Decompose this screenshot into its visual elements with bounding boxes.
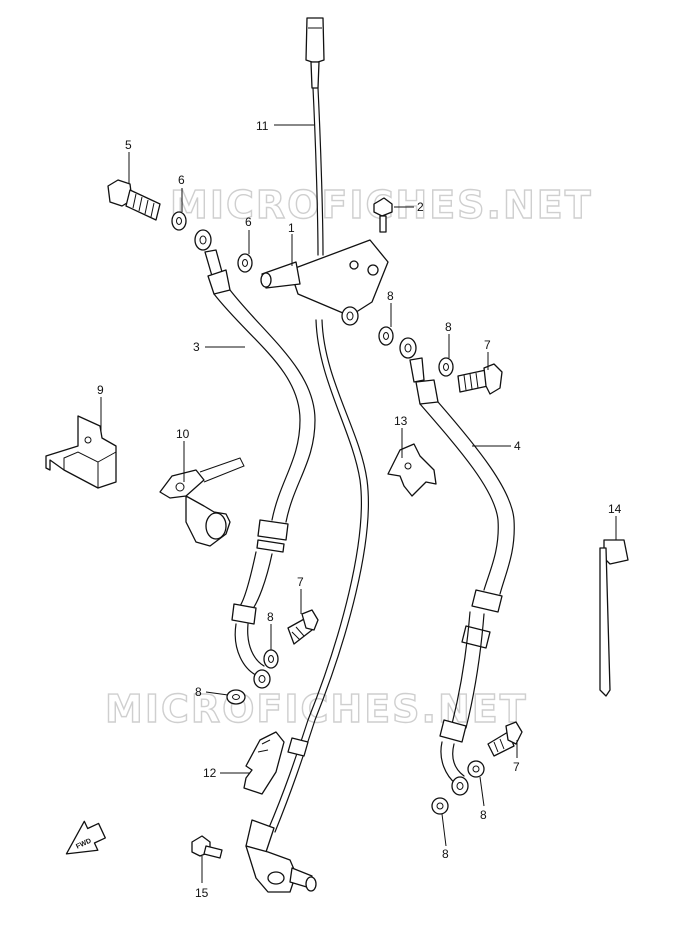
- callout-8-right-lower-a: 8: [480, 808, 487, 822]
- brake-hose-left: [194, 229, 316, 689]
- tie-band-part-14: [599, 539, 629, 697]
- washer-8e: [467, 760, 485, 778]
- callout-3: 3: [193, 340, 200, 354]
- washer-8b: [438, 357, 454, 377]
- callout-14: 14: [608, 502, 622, 516]
- washer-6b: [237, 253, 253, 273]
- callout-8-right-upper: 8: [445, 320, 452, 334]
- union-bolt-7b: [287, 609, 319, 645]
- washer-6a: [171, 211, 187, 231]
- speedometer-cable: [245, 17, 369, 893]
- callout-4: 4: [514, 439, 521, 453]
- callout-9: 9: [97, 383, 104, 397]
- bolt-part-2: [373, 197, 393, 233]
- clamp-part-12: [243, 731, 285, 795]
- callout-10: 10: [176, 427, 190, 441]
- callout-7-right-upper: 7: [484, 338, 491, 352]
- callout-2: 2: [417, 200, 424, 214]
- hose-clamp-part-9: [45, 415, 117, 489]
- washer-8a: [378, 326, 394, 346]
- washer-8f: [431, 797, 449, 815]
- hose-guide-part-10: [159, 457, 245, 547]
- callout-6-upper-right: 6: [245, 215, 252, 229]
- callout-7-right-lower: 7: [513, 760, 520, 774]
- union-bolt-7c: [487, 721, 523, 757]
- washer-8c: [263, 649, 279, 669]
- callout-8-right-lower-b: 8: [442, 847, 449, 861]
- callout-13: 13: [394, 414, 408, 428]
- watermark-bottom: MICROFICHES.NET: [105, 687, 528, 731]
- brake-hose-right: [399, 337, 515, 796]
- fwd-arrow: FWD: [65, 820, 106, 855]
- washer-8d: [226, 689, 246, 705]
- leader-lines: [100, 124, 617, 883]
- callout-11: 11: [256, 119, 269, 133]
- callout-12: 12: [203, 766, 217, 780]
- callout-numbers: 11 5 6 6 2 1 8 8 7 3 4 9 10 13 14 7 8 8 …: [97, 119, 622, 900]
- callout-8-left-lower: 8: [195, 685, 202, 699]
- callout-1: 1: [288, 221, 295, 235]
- callout-8-left-upper: 8: [267, 610, 274, 624]
- brake-hose-joint: [260, 239, 389, 326]
- union-bolt-7a: [457, 363, 503, 395]
- callout-6-upper-left: 6: [178, 173, 185, 187]
- callout-5: 5: [125, 138, 132, 152]
- union-bolt-part-5: [107, 179, 161, 221]
- callout-15: 15: [195, 886, 209, 900]
- callout-7-left: 7: [297, 575, 304, 589]
- bolt-part-15: [191, 835, 223, 859]
- bracket-part-13: [387, 443, 437, 497]
- callout-8-joint: 8: [387, 289, 394, 303]
